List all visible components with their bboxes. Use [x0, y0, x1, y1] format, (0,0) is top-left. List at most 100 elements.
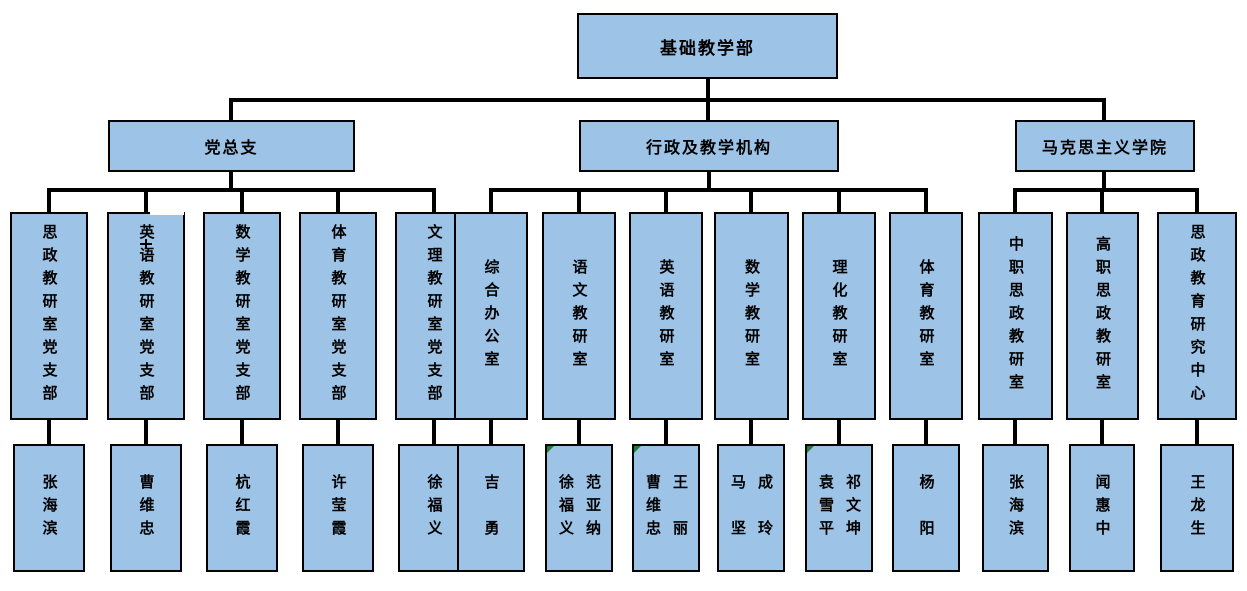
dept-label: 高职思政教研室: [1094, 235, 1112, 397]
org-box-dept[interactable]: 中职思政教研室: [978, 212, 1053, 420]
leader-name: 徐福义: [557, 473, 575, 543]
cursor-cross-icon: [145, 239, 147, 249]
branch-label: 党总支: [204, 138, 259, 157]
org-box-leader[interactable]: 曹维忠: [110, 444, 182, 572]
connector-leader-stub-8: [749, 418, 753, 445]
org-box-dept[interactable]: 思政教研室党支部: [10, 212, 88, 420]
org-box-dept[interactable]: 综合办公室: [454, 212, 528, 420]
connector-leader-stub-0: [47, 418, 51, 445]
org-box-leader[interactable]: 徐福义 范亚纳: [545, 444, 613, 572]
connector-leader-stub-6: [577, 418, 581, 445]
comment-marker-icon: [547, 446, 554, 453]
branch-label: 行政及教学机构: [645, 138, 772, 157]
org-box-leader[interactable]: 马 坚 成 玲: [717, 444, 785, 572]
comment-marker-icon: [807, 446, 814, 453]
connector-leader-stub-4: [432, 418, 436, 445]
connector-drop-unit-12: [1100, 188, 1104, 214]
org-box-dept[interactable]: 语文教研室: [542, 212, 616, 420]
leader-name: 马 坚: [729, 473, 747, 543]
org-box-branch-marxism[interactable]: 马克思主义学院: [1015, 120, 1195, 172]
connector-drop-unit-4: [432, 188, 436, 214]
connector-leader-stub-5: [489, 418, 493, 445]
leader-name: 许莹霞: [329, 473, 348, 543]
org-box-dept[interactable]: 理化教研室: [802, 212, 876, 420]
leader-name: 杭红霞: [233, 473, 252, 543]
dept-label: 文理教研室党支部: [425, 224, 444, 408]
connector-drop-unit-3: [336, 188, 340, 214]
org-box-dept[interactable]: 体育教研室党支部: [299, 212, 377, 420]
org-box-dept[interactable]: 数学教研室党支部: [203, 212, 281, 420]
leader-name: 张海滨: [1007, 473, 1025, 543]
connector-drop-unit-1: [144, 188, 148, 214]
org-box-dept[interactable]: 体育教研室: [889, 212, 963, 420]
org-box-leader[interactable]: 吉 勇: [457, 444, 525, 572]
connector-branch1-stub: [707, 172, 711, 192]
connector-leader-stub-11: [1013, 418, 1017, 445]
leader-name: 徐福义: [425, 473, 444, 543]
dept-label: 思政教研室党支部: [40, 224, 59, 408]
org-box-leader[interactable]: 曹维忠 王 丽: [632, 444, 700, 572]
org-box-leader[interactable]: 闻惠中: [1069, 444, 1135, 572]
connector-drop-unit-7: [664, 188, 668, 214]
dept-label: 英语教研室: [657, 258, 676, 374]
org-box-leader[interactable]: 张海滨: [13, 444, 85, 572]
org-box-branch-party[interactable]: 党总支: [108, 120, 355, 172]
comment-marker-icon: [634, 446, 641, 453]
connector-leader-stub-7: [664, 418, 668, 445]
connector-leader-stub-13: [1195, 418, 1199, 445]
leader-name: 吉 勇: [482, 473, 501, 543]
leader-name: 王龙生: [1188, 473, 1207, 543]
connector-drop-branch-1: [706, 98, 710, 122]
connector-branch2-hline: [1013, 188, 1199, 192]
leader-name: 成 玲: [756, 473, 774, 543]
connector-leader-stub-10: [924, 418, 928, 445]
root-label: 基础教学部: [660, 38, 755, 59]
connector-leader-stub-3: [336, 418, 340, 445]
dept-label: 数学教研室: [743, 258, 761, 374]
connector-drop-unit-9: [837, 188, 841, 214]
dept-label: 理化教研室: [830, 258, 849, 374]
org-box-root[interactable]: 基础教学部: [577, 13, 838, 79]
org-box-dept[interactable]: 数学教研室: [714, 212, 789, 420]
dept-label: 中职思政教研室: [1007, 235, 1025, 397]
connector-branch2-stub: [1102, 172, 1106, 192]
org-box-dept[interactable]: 英语教研室: [629, 212, 703, 420]
dept-label: 语文教研室: [570, 258, 589, 374]
connector-level1-hline: [229, 98, 1106, 102]
org-box-leader[interactable]: 杨 阳: [892, 444, 960, 572]
org-box-leader[interactable]: 王龙生: [1160, 444, 1234, 572]
leader-name: 闻惠中: [1093, 473, 1112, 543]
org-box-branch-admin-teaching[interactable]: 行政及教学机构: [579, 120, 839, 172]
connector-leader-stub-1: [144, 418, 148, 445]
org-box-dept[interactable]: 思政教育研究中心: [1157, 212, 1237, 420]
dept-label: 综合办公室: [482, 258, 501, 374]
dept-label: 数学教研室党支部: [233, 224, 252, 408]
connector-drop-unit-10: [924, 188, 928, 214]
org-box-dept[interactable]: 英语教研室党支部: [107, 212, 185, 420]
connector-branch1-hline: [489, 188, 928, 192]
dept-label: 体育教研室: [917, 258, 936, 374]
connector-drop-unit-2: [240, 188, 244, 214]
dept-label: 体育教研室党支部: [329, 224, 348, 408]
org-box-leader[interactable]: 张海滨: [982, 444, 1049, 572]
connector-drop-unit-13: [1195, 188, 1199, 214]
leader-name: 范亚纳: [584, 473, 602, 543]
connector-leader-stub-12: [1100, 418, 1104, 445]
org-box-leader[interactable]: 许莹霞: [302, 444, 374, 572]
org-box-leader[interactable]: 杭红霞: [206, 444, 278, 572]
connector-drop-unit-8: [749, 188, 753, 214]
connector-root-stub: [706, 79, 710, 102]
connector-drop-unit-11: [1013, 188, 1017, 214]
dept-label: 思政教育研究中心: [1188, 224, 1207, 408]
border-gap-artifact: [150, 210, 184, 215]
org-box-leader[interactable]: 袁雪平 祁文坤: [805, 444, 873, 572]
connector-branch0-stub: [229, 172, 233, 192]
leader-name: 张海滨: [40, 473, 59, 543]
org-box-dept[interactable]: 高职思政教研室: [1066, 212, 1139, 420]
connector-leader-stub-9: [837, 418, 841, 445]
leader-name: 祁文坤: [844, 473, 862, 543]
branch-label: 马克思主义学院: [1041, 138, 1168, 157]
connector-drop-branch-0: [229, 98, 233, 122]
connector-drop-unit-0: [47, 188, 51, 214]
